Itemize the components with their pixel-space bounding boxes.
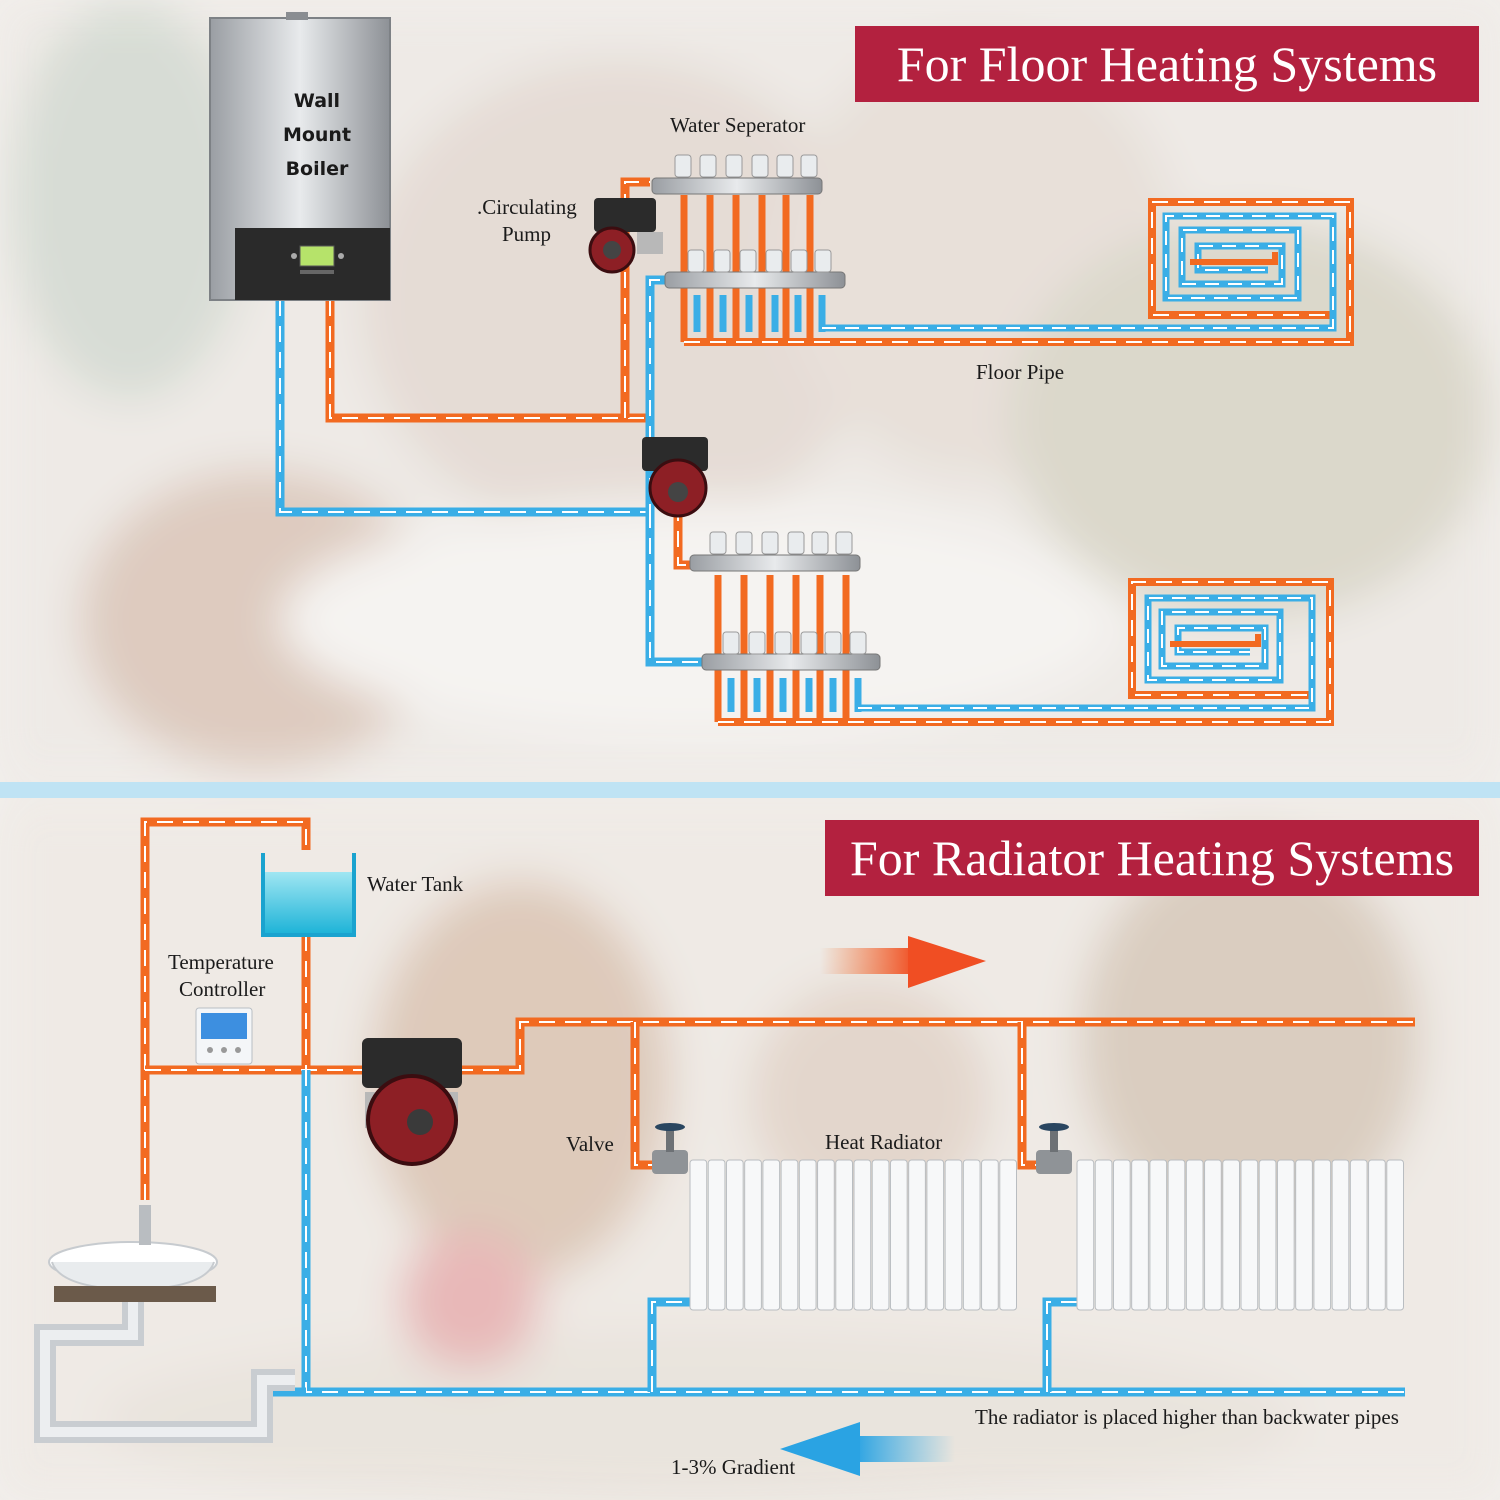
hot-supply-pipe-floor: [325, 300, 655, 445]
valve-icon-2: [1036, 1123, 1072, 1174]
floor-section-title: For Floor Heating Systems: [855, 26, 1479, 102]
radiator-note-label: The radiator is placed higher than backw…: [975, 1405, 1399, 1429]
manifold-icon-lower: [689, 531, 881, 671]
section-divider: [0, 782, 1500, 798]
radiator-fin: [1076, 1159, 1095, 1311]
radiator-section-title: For Radiator Heating Systems: [825, 820, 1479, 896]
radiator-fin: [1240, 1159, 1259, 1311]
radiator-fin: [889, 1159, 908, 1311]
water-separator-label: Water Seperator: [670, 113, 806, 137]
manifold-icon-upper: [651, 154, 846, 289]
radiator-fin: [707, 1159, 726, 1311]
boiler-icon: [209, 12, 391, 301]
radiator-fin: [926, 1159, 945, 1311]
radiator-fin: [689, 1159, 708, 1311]
manifold-pipes-upper: [680, 195, 1354, 346]
pump-icon-middle: [642, 437, 708, 518]
radiator-fin: [1204, 1159, 1222, 1311]
temperature-controller-label-line1: Temperature: [168, 950, 274, 974]
radiator-fin: [762, 1159, 781, 1311]
thermostat-icon: [195, 1007, 253, 1065]
cold-return-pipe-floor: [275, 300, 650, 517]
water-tank-label: Water Tank: [367, 872, 464, 896]
radiator-fin: [1185, 1159, 1204, 1311]
radiator-fin: [1368, 1159, 1386, 1311]
sink-icon: [34, 1205, 295, 1443]
radiator-fin: [835, 1159, 853, 1311]
radiator-fin: [1149, 1159, 1168, 1311]
radiator-fin: [1295, 1159, 1313, 1311]
radiator-fin: [1167, 1159, 1186, 1311]
circulating-pump-label-line2: Pump: [502, 222, 552, 246]
radiator-fin: [1386, 1159, 1405, 1311]
radiator-icon-2: [1076, 1159, 1405, 1311]
radiator-fin: [744, 1159, 762, 1311]
radiator-fin: [780, 1159, 799, 1311]
temperature-controller-label-line2: Controller: [179, 977, 266, 1001]
radiator-fin: [1313, 1159, 1332, 1311]
radiator-fin: [871, 1159, 890, 1311]
arrow-icon-cold: [780, 1422, 955, 1476]
radiator-icon-1: [689, 1159, 1017, 1311]
radiator-fin: [1331, 1159, 1350, 1311]
heat-radiator-label: Heat Radiator: [825, 1130, 943, 1154]
radiator-fin: [999, 1159, 1017, 1311]
floor-pipe-label: Floor Pipe: [976, 360, 1065, 384]
radiator-fin: [817, 1159, 835, 1311]
radiator-fin: [798, 1159, 817, 1311]
valve-icon-1: [652, 1123, 688, 1174]
circulating-pump-label-line1: .Circulating: [477, 195, 577, 219]
pump-icon-radiator: [362, 1038, 462, 1166]
radiator-fin: [962, 1159, 981, 1311]
valve-label: Valve: [566, 1132, 614, 1156]
radiator-fin: [944, 1159, 963, 1311]
radiator-fin: [1131, 1159, 1149, 1311]
manifold-pipes-lower: [714, 575, 1334, 726]
pump-icon-upper: [588, 198, 663, 274]
radiator-fin: [1112, 1159, 1131, 1311]
radiator-fin: [908, 1159, 926, 1311]
cold-return-pipe-radiator: [272, 1070, 1405, 1397]
radiator-fin: [1276, 1159, 1295, 1311]
boiler-label-line1: Wall: [293, 90, 341, 112]
radiator-fin: [1222, 1159, 1241, 1311]
radiator-fin: [853, 1159, 872, 1311]
arrow-icon-hot: [820, 936, 986, 988]
radiator-fin: [725, 1159, 744, 1311]
boiler-label-line3: Boiler: [285, 158, 349, 180]
radiator-fin: [1094, 1159, 1113, 1311]
radiator-fin: [981, 1159, 999, 1311]
radiator-fin: [1349, 1159, 1368, 1311]
boiler-label-line2: Mount: [282, 124, 352, 146]
radiator-fin: [1258, 1159, 1277, 1311]
gradient-label: 1-3% Gradient: [671, 1455, 796, 1479]
water-tank-icon: [261, 853, 356, 937]
